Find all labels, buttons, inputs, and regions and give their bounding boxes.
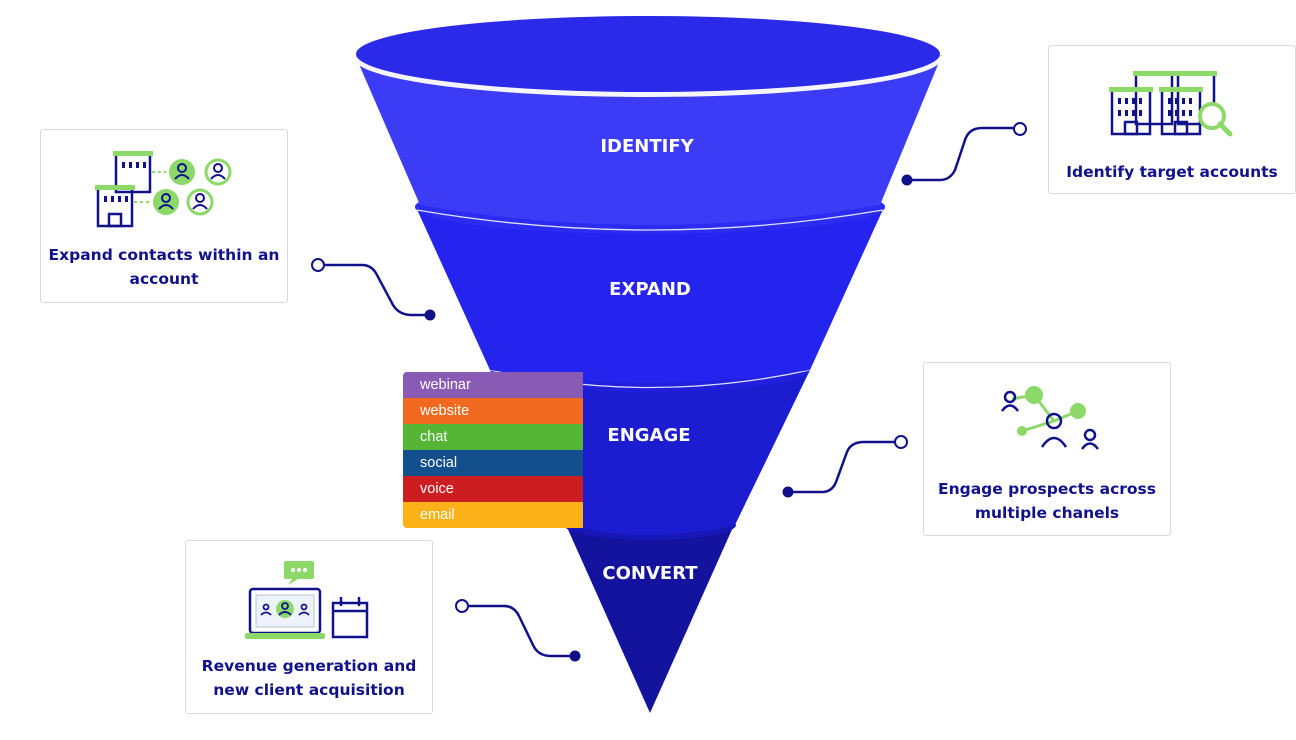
connector-identify	[901, 122, 1027, 186]
channel-email: email	[403, 502, 583, 528]
card-engage-text: Engage prospects across multiple chanels	[937, 480, 1156, 522]
channel-website: website	[403, 398, 583, 424]
card-expand: Expand contacts within an account	[40, 129, 288, 303]
stage-label-convert: CONVERT	[602, 563, 698, 584]
funnel-rim	[356, 16, 940, 92]
buildings-contacts-icon	[95, 151, 232, 228]
card-convert-text: Revenue generation and new client acquis…	[201, 657, 417, 699]
stage-label-expand: EXPAND	[609, 279, 691, 300]
channel-webinar: webinar	[403, 372, 583, 398]
connector-convert	[455, 599, 581, 662]
funnel-segment-identify	[354, 16, 942, 225]
card-identify: Identify target accounts	[1048, 45, 1296, 194]
connector-expand	[311, 258, 436, 321]
card-convert: Revenue generation and new client acquis…	[185, 540, 433, 714]
network-people-icon	[1000, 386, 1100, 450]
buildings-search-icon	[1109, 71, 1233, 137]
channel-chat: chat	[403, 424, 583, 450]
connector-engage	[782, 435, 908, 498]
card-engage: Engage prospects across multiple chanels	[923, 362, 1171, 536]
card-expand-text: Expand contacts within an account	[48, 246, 280, 288]
channel-voice: voice	[403, 476, 583, 502]
laptop-calendar-icon	[245, 561, 369, 639]
funnel-segment-convert	[564, 510, 736, 713]
channel-social: social	[403, 450, 583, 476]
stage-label-identify: IDENTIFY	[600, 136, 694, 157]
card-identify-text: Identify target accounts	[1066, 163, 1278, 181]
stage-label-engage: ENGAGE	[607, 425, 691, 446]
